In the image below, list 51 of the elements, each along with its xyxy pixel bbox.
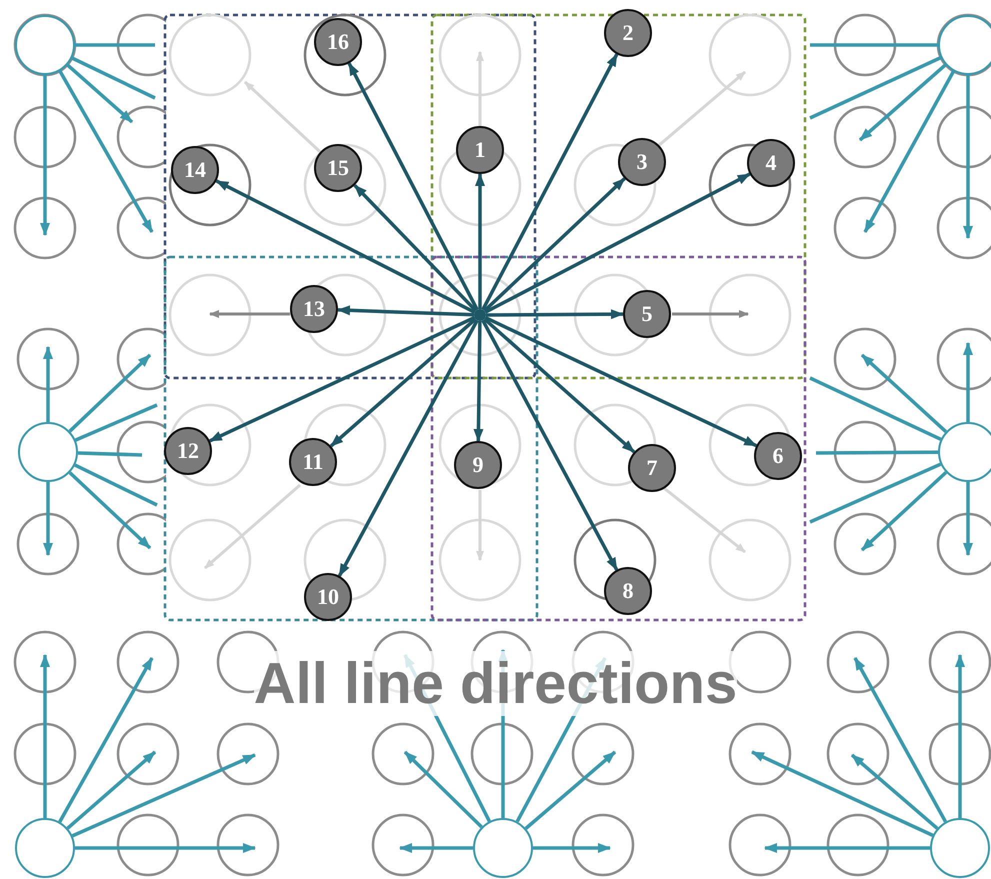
arrow — [399, 843, 473, 853]
arrow — [404, 750, 483, 828]
arrow — [66, 750, 156, 830]
arrow — [43, 346, 53, 422]
arrow — [43, 482, 53, 556]
arrow — [863, 70, 956, 233]
arrow — [40, 75, 50, 236]
arrow — [483, 177, 626, 312]
arrow — [216, 179, 476, 314]
arrow — [353, 184, 478, 312]
arrow — [858, 63, 947, 142]
title: All line directions — [254, 651, 738, 716]
source-circle — [18, 422, 78, 482]
arrow — [853, 657, 948, 823]
source-circle — [938, 15, 991, 75]
arrow — [483, 318, 636, 454]
arrow — [850, 754, 938, 830]
arrow — [486, 309, 624, 320]
arrow — [963, 342, 973, 422]
arrow — [208, 316, 476, 442]
arrow — [68, 471, 152, 550]
arrow — [58, 657, 154, 823]
arrow — [338, 319, 479, 577]
arrow — [955, 654, 965, 818]
arrow — [481, 53, 618, 311]
arrow — [484, 316, 758, 448]
arrow — [963, 482, 973, 556]
arrow — [533, 843, 611, 853]
source-circle — [15, 15, 75, 75]
arrow — [72, 753, 256, 838]
arrow — [751, 750, 934, 837]
arrow — [40, 654, 50, 818]
arrow — [481, 319, 618, 571]
source-circle — [938, 422, 991, 482]
arrow — [524, 750, 616, 830]
arrow — [484, 172, 751, 314]
arrow — [337, 305, 474, 317]
source-circle — [473, 818, 533, 878]
arrow — [58, 70, 154, 233]
arrow — [963, 75, 973, 239]
arrow — [75, 843, 256, 853]
arrow — [475, 173, 485, 309]
source-circle — [15, 818, 75, 878]
source-circle — [930, 818, 990, 878]
arrow — [473, 320, 484, 442]
arrow — [66, 64, 134, 124]
arrow — [68, 354, 152, 433]
arrow — [764, 843, 930, 853]
arrow — [860, 471, 948, 552]
arrow — [348, 62, 479, 310]
arrow — [860, 354, 948, 433]
